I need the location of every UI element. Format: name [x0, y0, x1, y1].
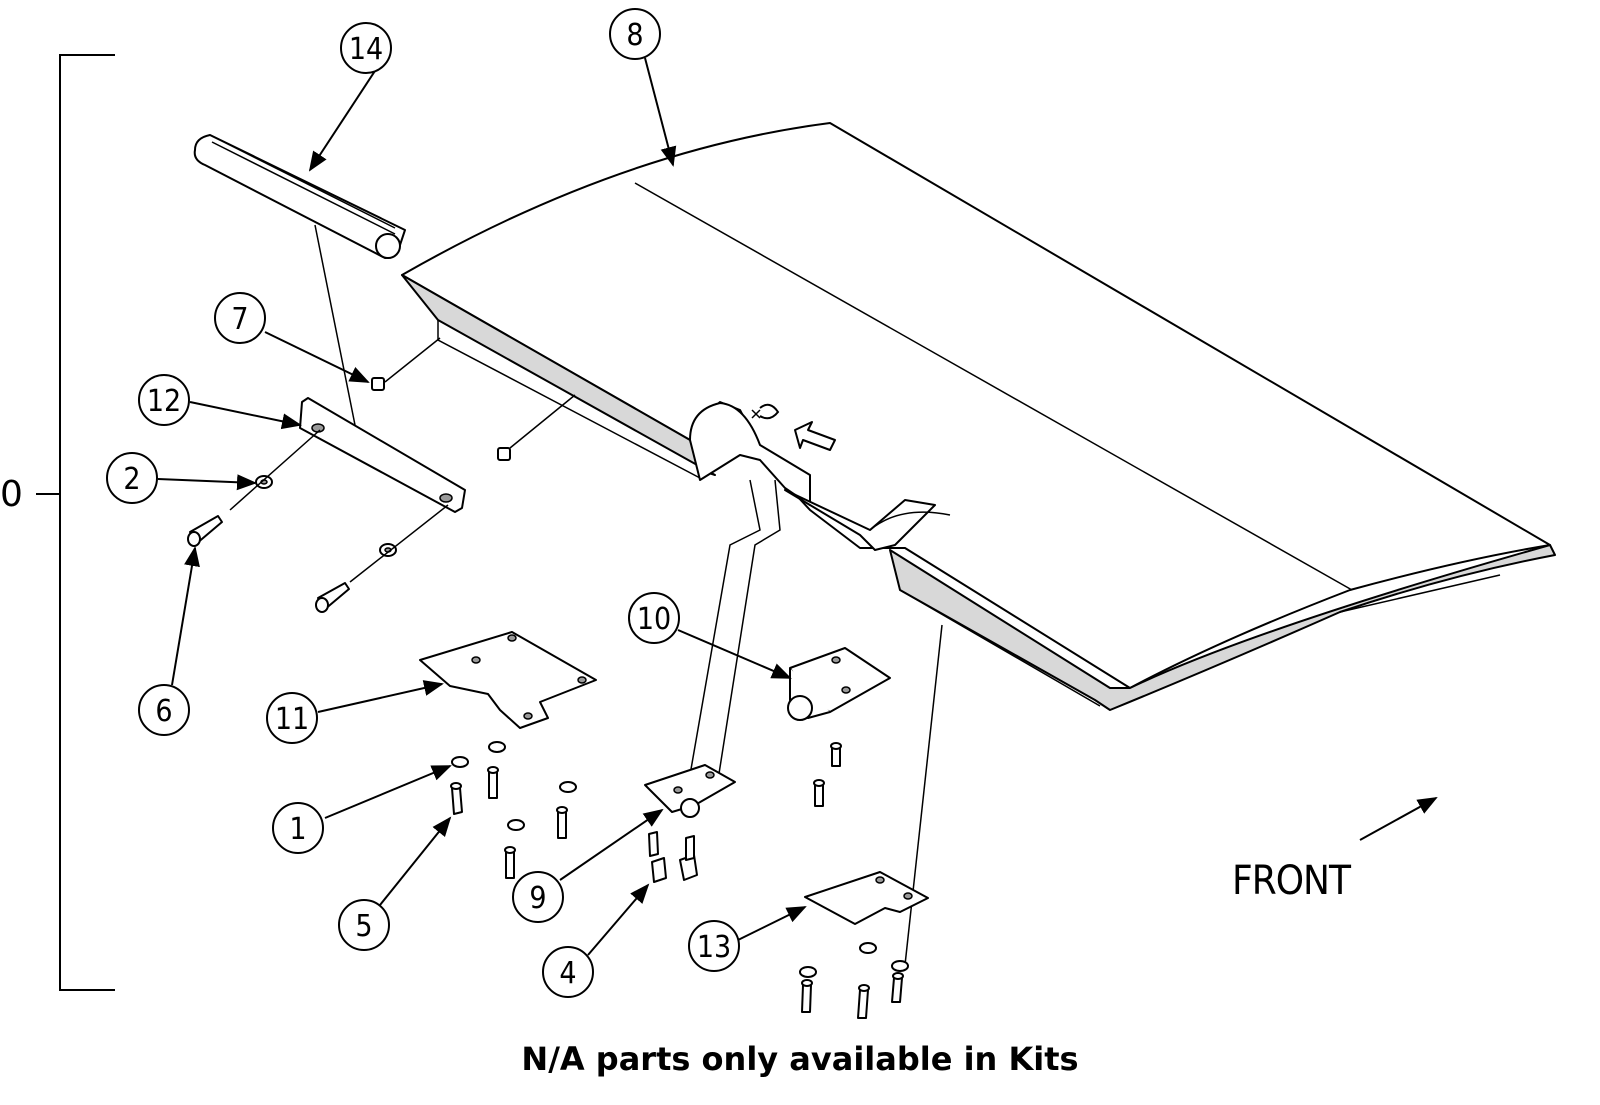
- svg-text:12: 12: [147, 384, 181, 419]
- callout-13: 13: [688, 920, 740, 972]
- callout-4: 4: [542, 946, 594, 998]
- part-12-plate: [299, 397, 466, 513]
- svg-text:7: 7: [231, 302, 248, 337]
- assembly-label: 0: [0, 474, 23, 515]
- svg-text:1: 1: [289, 812, 306, 847]
- part-9-bracket: [644, 764, 736, 818]
- svg-text:10: 10: [637, 602, 671, 637]
- callout-12: 12: [138, 374, 190, 426]
- svg-text:9: 9: [529, 881, 546, 916]
- svg-text:4: 4: [559, 956, 576, 991]
- callout-6: 6: [138, 684, 190, 736]
- svg-text:11: 11: [275, 702, 309, 737]
- svg-text:13: 13: [697, 930, 731, 965]
- part-1-washers: [451, 741, 909, 978]
- part-7-spacers: [371, 377, 511, 461]
- kits-footnote: N/A parts only available in Kits: [521, 1040, 1079, 1078]
- svg-text:2: 2: [123, 462, 140, 497]
- callout-8: 8: [609, 8, 661, 60]
- part-10-hinge: [787, 647, 891, 721]
- part-5-pins: [450, 742, 904, 1019]
- callout-5: 5: [338, 899, 390, 951]
- callout-11: 11: [266, 692, 318, 744]
- callout-9: 9: [512, 871, 564, 923]
- assembly-axis-lines: [229, 224, 943, 966]
- svg-text:6: 6: [155, 694, 172, 729]
- part-8-cover: [401, 122, 1556, 711]
- callout-10: 10: [628, 592, 680, 644]
- callout-1: 1: [272, 802, 324, 854]
- assembly-bracket: [36, 54, 115, 991]
- part-4-bolts: [648, 831, 698, 883]
- svg-text:8: 8: [626, 18, 643, 53]
- callout-2: 2: [106, 452, 158, 504]
- part-13-plate: [804, 871, 929, 925]
- front-direction-label: FRONT: [1232, 858, 1351, 904]
- part-6-screws: [187, 515, 350, 613]
- part-14-trim: [193, 134, 406, 259]
- part-11-plate: [419, 631, 597, 729]
- part-2-washers: [255, 475, 397, 557]
- callout-leaders: [157, 47, 1438, 956]
- svg-text:5: 5: [355, 909, 372, 944]
- callout-14: 14: [340, 22, 392, 74]
- svg-text:14: 14: [349, 32, 383, 67]
- callout-7: 7: [214, 292, 266, 344]
